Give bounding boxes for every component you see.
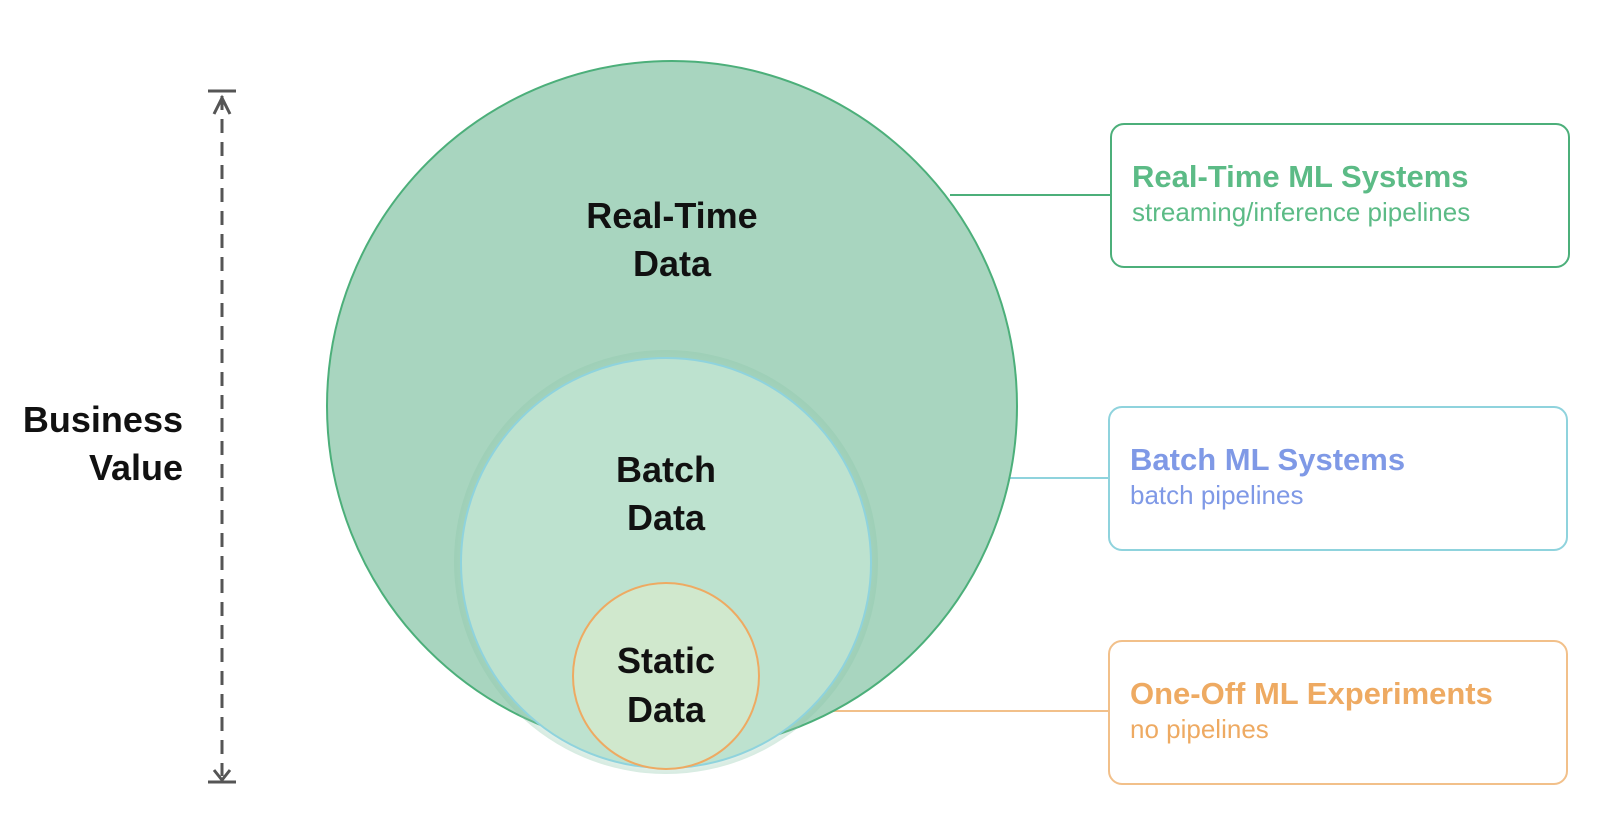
oneoff-box-subtitle: no pipelines: [1130, 714, 1269, 744]
realtime-box-subtitle: streaming/inference pipelines: [1132, 197, 1471, 227]
static-label-line2: Data: [627, 689, 706, 730]
batch-label-line2: Data: [627, 497, 706, 538]
realtime-box-title: Real-Time ML Systems: [1132, 159, 1469, 194]
batch-ml-systems-box: Batch ML Systems batch pipelines: [1108, 406, 1568, 551]
batch-data-circle: Batch Data: [460, 357, 872, 769]
batch-box-subtitle: batch pipelines: [1130, 480, 1304, 510]
static-label-line1: Static: [617, 640, 715, 681]
realtime-label-line1: Real-Time: [586, 195, 757, 236]
axis-label-line1: Business: [23, 399, 183, 440]
realtime-ml-systems-box: Real-Time ML Systems streaming/inference…: [1110, 123, 1570, 268]
batch-box-title: Batch ML Systems: [1130, 442, 1406, 477]
realtime-label-line2: Data: [633, 243, 712, 284]
business-value-axis: Business Value: [23, 89, 236, 784]
batch-label-line1: Batch: [616, 449, 716, 490]
oneoff-box-title: One-Off ML Experiments: [1130, 676, 1493, 711]
axis-label-line2: Value: [89, 447, 183, 488]
static-data-circle: Static Data: [572, 582, 760, 770]
axis-up-arrow-icon: [212, 94, 232, 115]
axis-down-arrow-icon: [212, 769, 232, 783]
oneoff-ml-experiments-box: One-Off ML Experiments no pipelines: [1108, 640, 1568, 785]
